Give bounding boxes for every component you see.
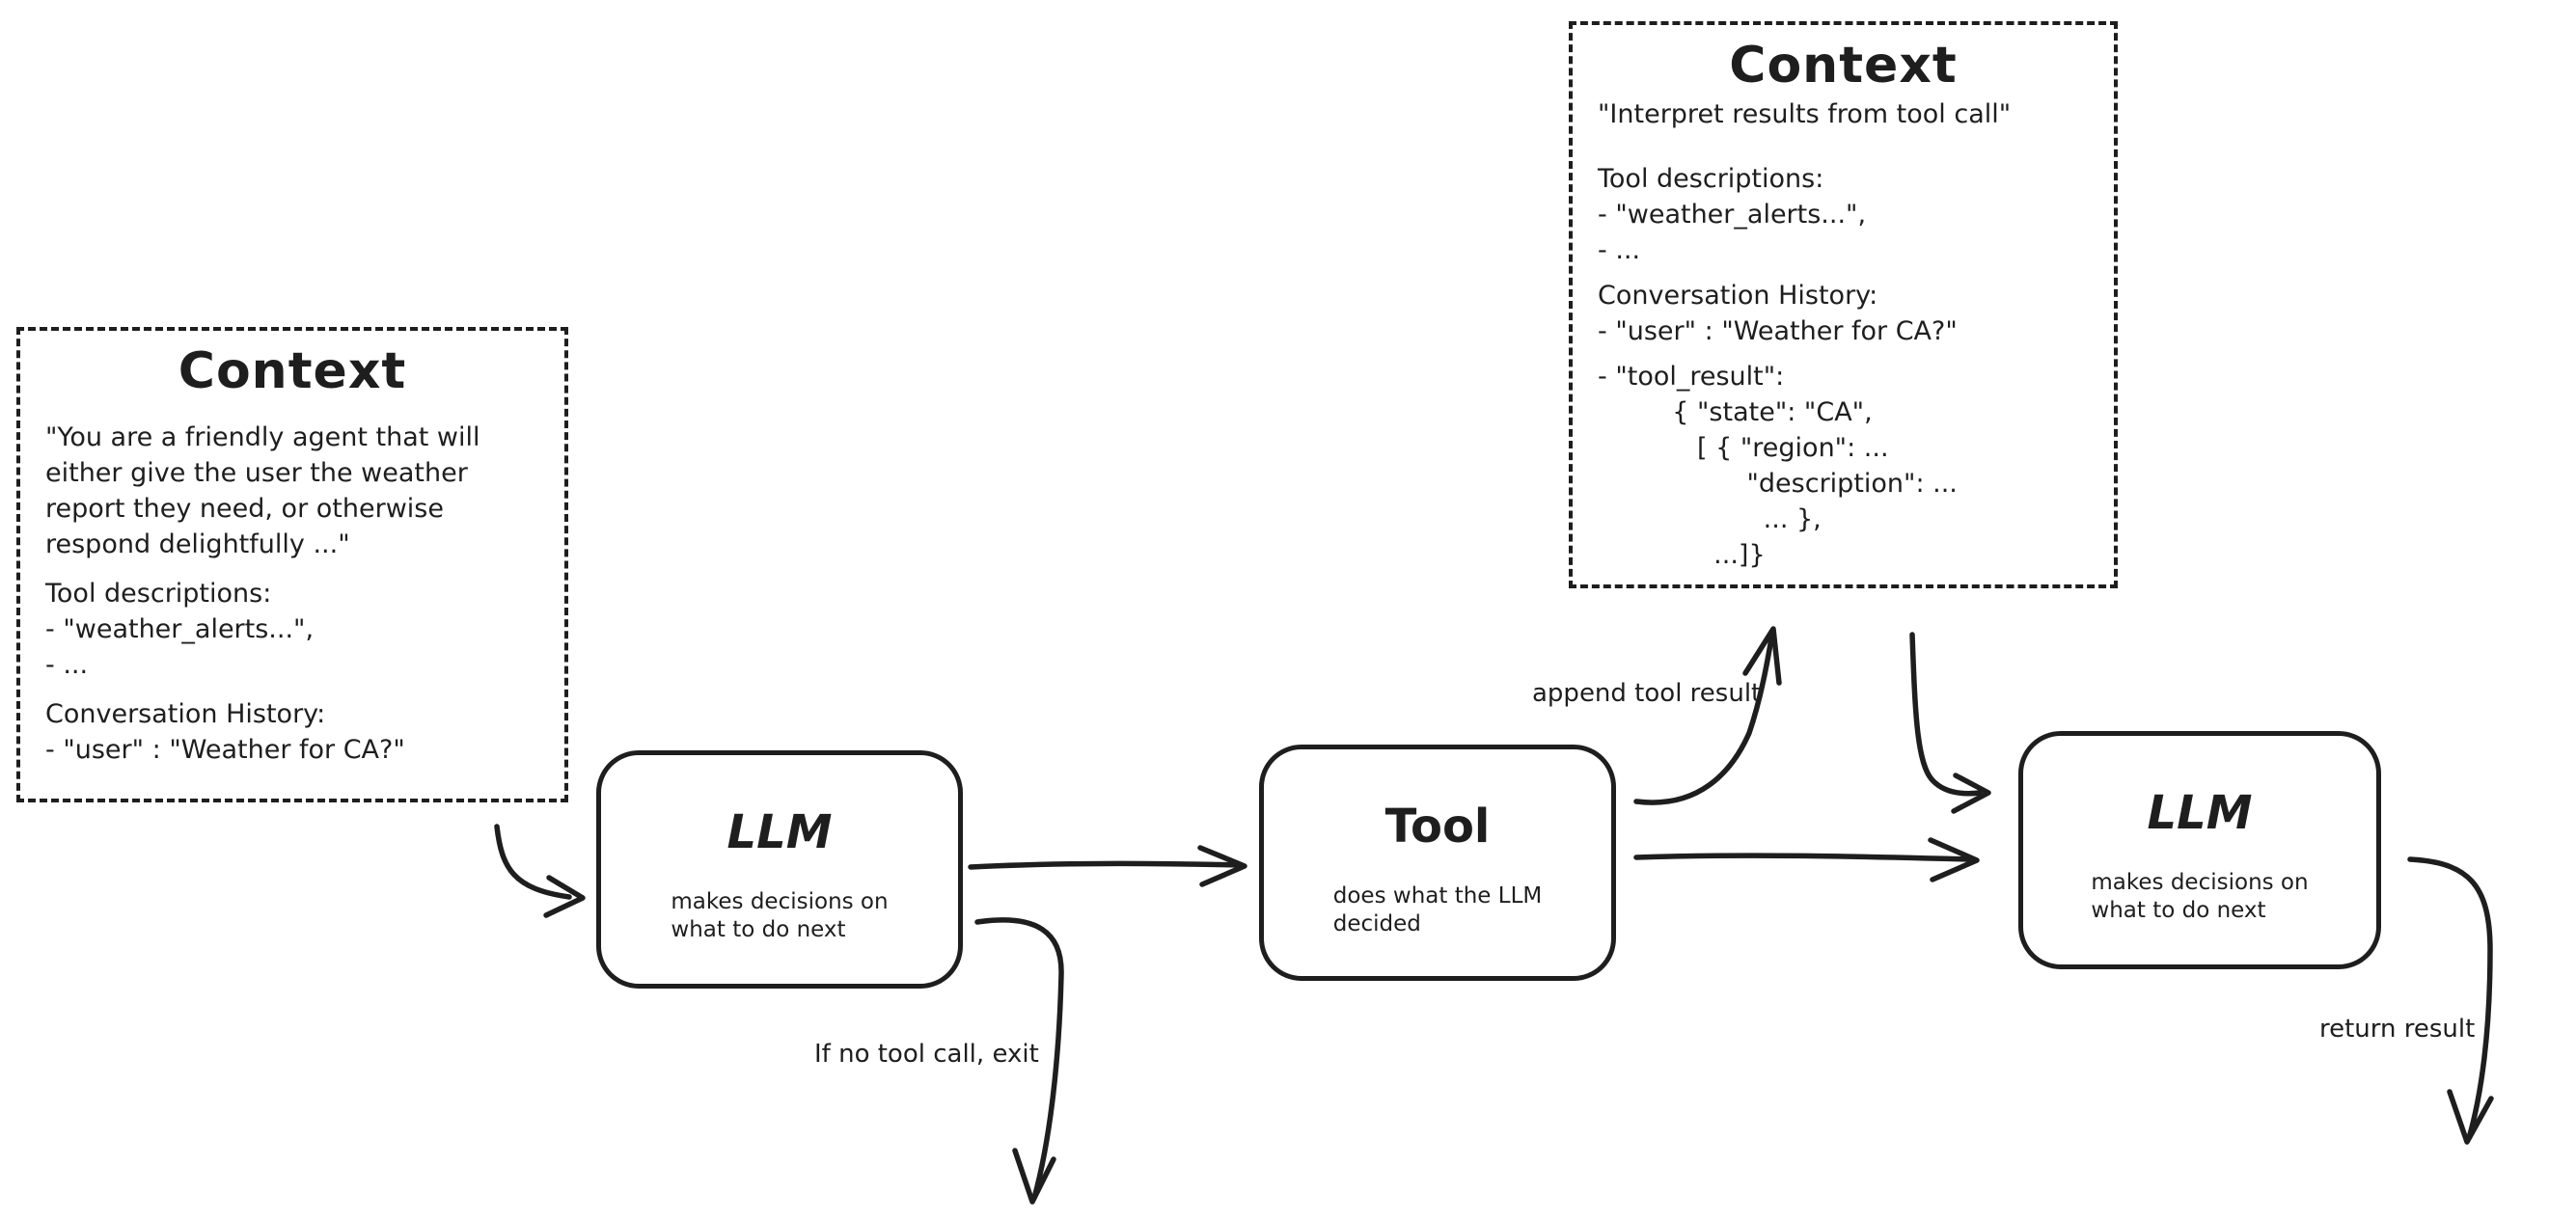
arrow-llm1-to-tool-icon <box>968 845 1247 887</box>
system-prompt-text: "Interpret results from tool call" <box>1598 99 2012 129</box>
node-llm-second-title: LLM <box>2147 786 2253 840</box>
node-tool-subtitle: does what the LLM decided <box>1332 883 1543 936</box>
arrow-context-to-llm2-icon <box>1909 632 1991 814</box>
tool-descriptions-text: Tool descriptions: - "weather_alerts..."… <box>45 579 315 680</box>
node-tool: Tool does what the LLM decided <box>1259 745 1616 981</box>
node-llm-first-subtitle: makes decisions on what to do next <box>671 889 889 942</box>
system-prompt-text: "You are a friendly agent that will eith… <box>45 422 480 559</box>
node-tool-title: Tool <box>1384 800 1491 854</box>
context-box-top-right: Context "Interpret results from tool cal… <box>1569 21 2118 588</box>
conversation-history-text: Conversation History: - "user" : "Weathe… <box>1598 281 1958 346</box>
conversation-history-text: Conversation History: - "user" : "Weathe… <box>45 699 405 765</box>
arrow-llm2-return-icon <box>2407 856 2494 1145</box>
label-return-result: return result <box>2319 1015 2476 1044</box>
node-llm-second-subtitle: makes decisions on what to do next <box>2091 870 2309 923</box>
context-box-top-right-body: "Interpret results from tool call" Tool … <box>1573 95 2114 573</box>
context-box-left: Context "You are a friendly agent that w… <box>16 327 568 802</box>
label-if-no-tool-call-exit: If no tool call, exit <box>814 1040 1039 1069</box>
context-box-left-title: Context <box>178 342 407 400</box>
label-append-tool-result: append tool result <box>1532 679 1762 708</box>
node-llm-second: LLM makes decisions on what to do next <box>2018 731 2381 969</box>
arrow-context-left-to-llm1-icon <box>494 824 586 918</box>
arrow-tool-to-llm2-icon <box>1633 837 1980 882</box>
node-llm-first-title: LLM <box>726 805 833 859</box>
node-llm-first: LLM makes decisions on what to do next <box>596 750 963 989</box>
tool-descriptions-text: Tool descriptions: - "weather_alerts..."… <box>1598 164 1867 265</box>
context-box-top-right-title: Context <box>1729 37 1958 95</box>
context-box-left-body: "You are a friendly agent that will eith… <box>20 400 564 768</box>
tool-result-text: - "tool_result": { "state": "CA", [ { "r… <box>1598 362 1958 570</box>
arrow-tool-to-context-icon <box>1633 626 1782 805</box>
